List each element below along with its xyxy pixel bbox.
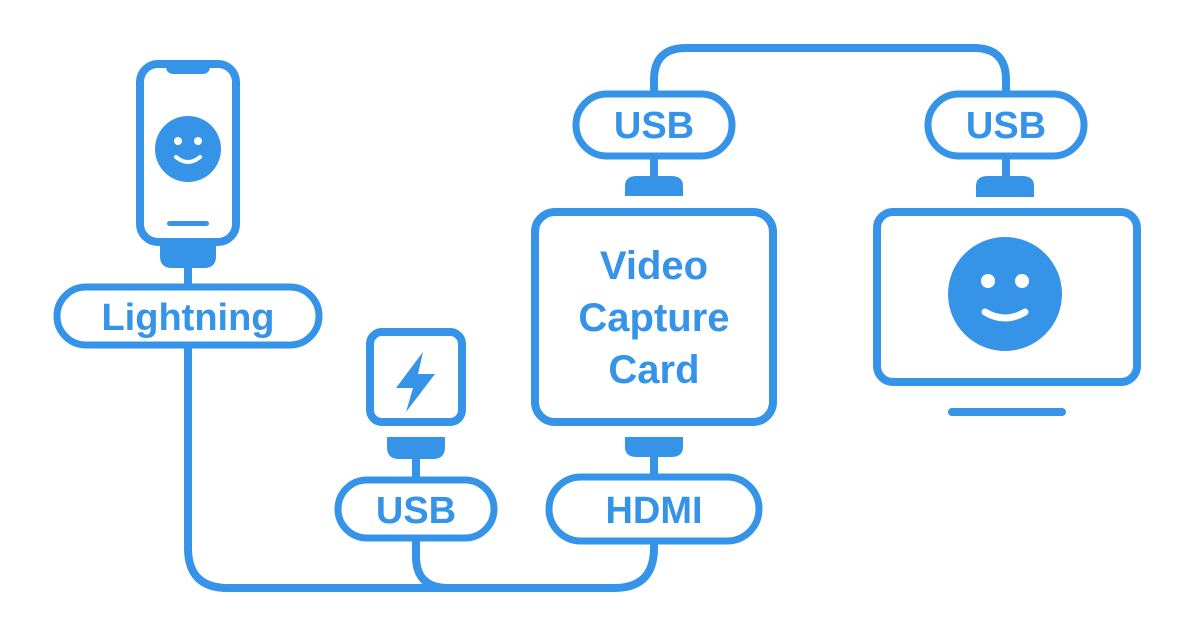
power-adapter-device [366, 328, 466, 459]
smiley-face-icon [948, 237, 1062, 351]
lightning-label: Lightning [101, 297, 274, 339]
cable-usb-power [412, 531, 452, 592]
phone-plug [160, 246, 216, 268]
capture-card-bottom-plug [625, 437, 683, 457]
phone-device [136, 60, 240, 268]
capture-card-label-line3: Card [608, 348, 699, 392]
cable-usb-top [650, 44, 1010, 104]
capture-card-device: Video Capture Card [531, 176, 777, 457]
monitor-icon [873, 208, 1141, 386]
hdmi-label: HDMI [605, 490, 702, 532]
monitor-device [873, 176, 1141, 416]
lightning-bolt-icon [396, 352, 435, 412]
smiley-face-icon [155, 116, 221, 182]
usb-power-connector: USB [334, 476, 498, 542]
monitor-usb-label: USB [966, 105, 1046, 147]
cable-lightning [184, 336, 658, 592]
capture-card-label-line2: Capture [578, 296, 729, 340]
capture-card-label-line1: Video [600, 244, 708, 288]
monitor-usb-connector: USB [924, 90, 1088, 160]
capture-usb-connector: USB [572, 90, 736, 160]
usb-power-label: USB [376, 490, 456, 532]
power-plug [387, 437, 445, 459]
hdmi-connector: HDMI [545, 473, 763, 545]
capture-card-top-plug [625, 176, 683, 196]
lightning-connector: Lightning [53, 283, 323, 349]
monitor-plug [976, 176, 1034, 197]
phone-notch [166, 60, 210, 74]
monitor-stand [948, 408, 1066, 416]
cables [184, 44, 1010, 592]
phone-home-bar [167, 221, 209, 226]
capture-usb-label: USB [614, 105, 694, 147]
